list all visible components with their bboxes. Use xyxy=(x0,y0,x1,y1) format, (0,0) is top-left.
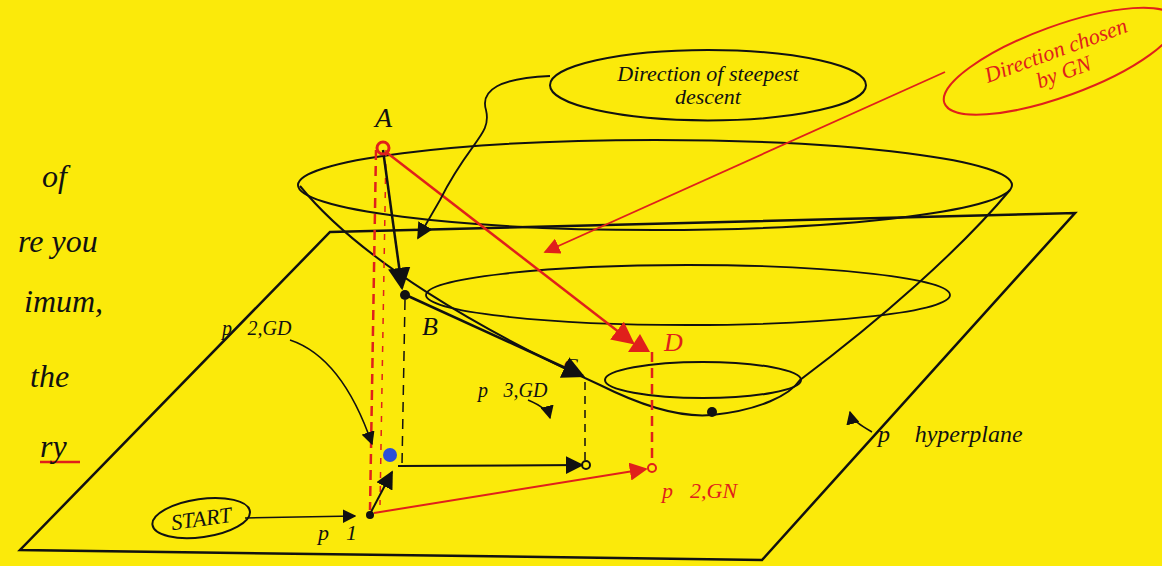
callout-text: START xyxy=(170,502,233,533)
point-label: C xyxy=(563,355,578,377)
callout-text: Direction chosen by GN xyxy=(972,10,1148,112)
margin-note: ry xyxy=(40,430,67,462)
margin-note: of xyxy=(42,160,67,192)
point-label: D xyxy=(664,330,683,356)
callout-oval: Direction chosen by GN xyxy=(930,0,1162,139)
vector-label: p⃗ hyperplane xyxy=(878,422,1023,446)
callout-oval: Direction of steepest descent xyxy=(548,48,868,122)
point-label: B xyxy=(422,314,438,340)
vector-label: p⃗2,GN xyxy=(662,480,737,502)
vector-label: p⃗2,GD xyxy=(222,318,291,338)
callout-oval: START xyxy=(148,490,255,546)
point-label: A xyxy=(375,104,392,132)
vector-label: p⃗3,GD xyxy=(478,380,547,400)
margin-note: the xyxy=(30,360,69,392)
vector-label: p⃗1 xyxy=(318,522,357,544)
margin-note: re you xyxy=(18,225,98,257)
margin-note: imum, xyxy=(24,285,103,317)
callout-text: Direction of steepest descent xyxy=(603,62,813,108)
